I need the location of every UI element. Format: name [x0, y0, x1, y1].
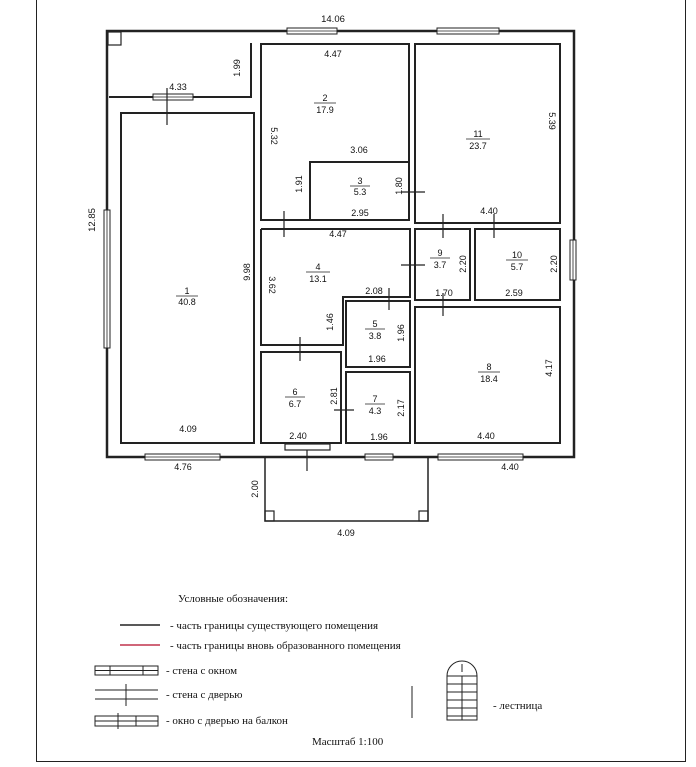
dim-terrace-width: 4.33 — [169, 82, 187, 92]
room-8-dim-bottom: 4.40 — [477, 431, 495, 441]
room-6-area: 6.7 — [289, 399, 302, 409]
room-3-dim-right: 1.80 — [394, 177, 404, 195]
room-5-number: 5 — [372, 319, 377, 329]
room-2-area: 17.9 — [316, 105, 334, 115]
room-3-number: 3 — [357, 176, 362, 186]
room-5-dim-bottom: 1.96 — [368, 354, 386, 364]
room-8-number: 8 — [486, 362, 491, 372]
room-1 — [120, 112, 255, 444]
room-11-dim-bottom: 4.40 — [480, 206, 498, 216]
room-2-dim-top: 4.47 — [324, 49, 342, 59]
room-4 — [260, 228, 411, 346]
room-2-number: 2 — [322, 93, 327, 103]
room-10-number: 10 — [512, 250, 522, 260]
room-4-dim-b1: 2.08 — [365, 286, 383, 296]
legend-wall-door: - стена с дверью — [166, 689, 242, 701]
room-4-dim-top: 4.47 — [329, 229, 347, 239]
dim-bottom-left: 4.76 — [174, 462, 192, 472]
porch-post-left — [264, 510, 275, 522]
room-10-dim-bottom: 2.59 — [505, 288, 523, 298]
room-5 — [345, 300, 411, 368]
porch-dim-height: 2.00 — [250, 480, 260, 498]
dim-left-overall: 12.85 — [87, 208, 98, 232]
room-3 — [309, 161, 410, 221]
room-9-number: 9 — [437, 248, 442, 258]
room-8 — [414, 306, 561, 444]
legend-wall-window-symbol — [94, 665, 159, 676]
room-6-dim-bottom: 2.40 — [289, 431, 307, 441]
room-10 — [474, 228, 561, 301]
legend-window-door: - окно с дверью на балкон — [166, 715, 288, 727]
room-7-number: 7 — [372, 394, 377, 404]
porch-outline — [264, 457, 429, 522]
room-1-dim-bottom: 4.09 — [179, 424, 197, 434]
legend-existing: - часть границы существующего помещения — [170, 620, 378, 632]
room-6 — [260, 351, 342, 444]
room-8-dim-side: 4.17 — [544, 359, 554, 377]
room-5-dim-side: 1.96 — [396, 324, 406, 342]
sheet-frame — [36, 0, 686, 762]
room-3-dim-left: 1.91 — [294, 175, 304, 193]
room-9-dim-side: 2.20 — [458, 255, 468, 273]
room-4-number: 4 — [315, 262, 320, 272]
room-9-dim-bottom: 1.70 — [435, 288, 453, 298]
legend-wall-door-symbol — [95, 684, 158, 706]
room-1-number: 1 — [184, 286, 189, 296]
dim-terrace-height: 1.99 — [232, 59, 242, 77]
room-2-dim-bottom: 3.06 — [350, 145, 368, 155]
terrace-post — [107, 31, 122, 46]
room-11 — [414, 43, 561, 224]
room-9-area: 3.7 — [434, 260, 447, 270]
room-6-number: 6 — [292, 387, 297, 397]
room-8-area: 18.4 — [480, 374, 498, 384]
legend-stairs-symbol — [446, 660, 478, 721]
room-3-area: 5.3 — [354, 187, 367, 197]
scale-label: Масштаб 1:100 — [312, 736, 384, 748]
room-7 — [345, 371, 411, 444]
door-markers — [166, 88, 495, 471]
room-4-dim-left: 3.62 — [267, 276, 277, 294]
room-3-dim-bottom: 2.95 — [351, 208, 369, 218]
room-11-dim-side: 5.39 — [547, 112, 557, 130]
room-4-dim-b2: 1.46 — [325, 313, 335, 331]
legend-title: Условные обозначения: — [178, 593, 288, 605]
dim-bottom-right: 4.40 — [501, 462, 519, 472]
legend-stairs: - лестница — [493, 700, 542, 712]
room-2-dim-side: 5.32 — [269, 127, 279, 145]
room-11-area: 23.7 — [469, 141, 487, 151]
porch-post-right — [418, 510, 429, 522]
room-7-area: 4.3 — [369, 406, 382, 416]
dim-top-overall: 14.06 — [321, 14, 345, 25]
legend-window-door-symbol — [94, 713, 159, 729]
room-10-dim-side: 2.20 — [549, 255, 559, 273]
room-6-dim-side: 2.81 — [329, 387, 339, 405]
room-4-area: 13.1 — [309, 274, 327, 284]
room-2 — [260, 43, 410, 221]
porch-dim-width: 4.09 — [337, 528, 355, 538]
room-10-area: 5.7 — [511, 262, 524, 272]
room-1-dim-side: 9.98 — [242, 263, 252, 281]
room-11-number: 11 — [473, 129, 482, 139]
room-7-dim-bottom: 1.96 — [370, 432, 388, 442]
room-7-dim-side: 2.17 — [396, 399, 406, 417]
legend-new: - часть границы вновь образованного поме… — [170, 640, 401, 652]
room-5-area: 3.8 — [369, 331, 382, 341]
legend-wall-window: - стена с окном — [166, 665, 237, 677]
room-1-area: 40.8 — [178, 297, 196, 307]
